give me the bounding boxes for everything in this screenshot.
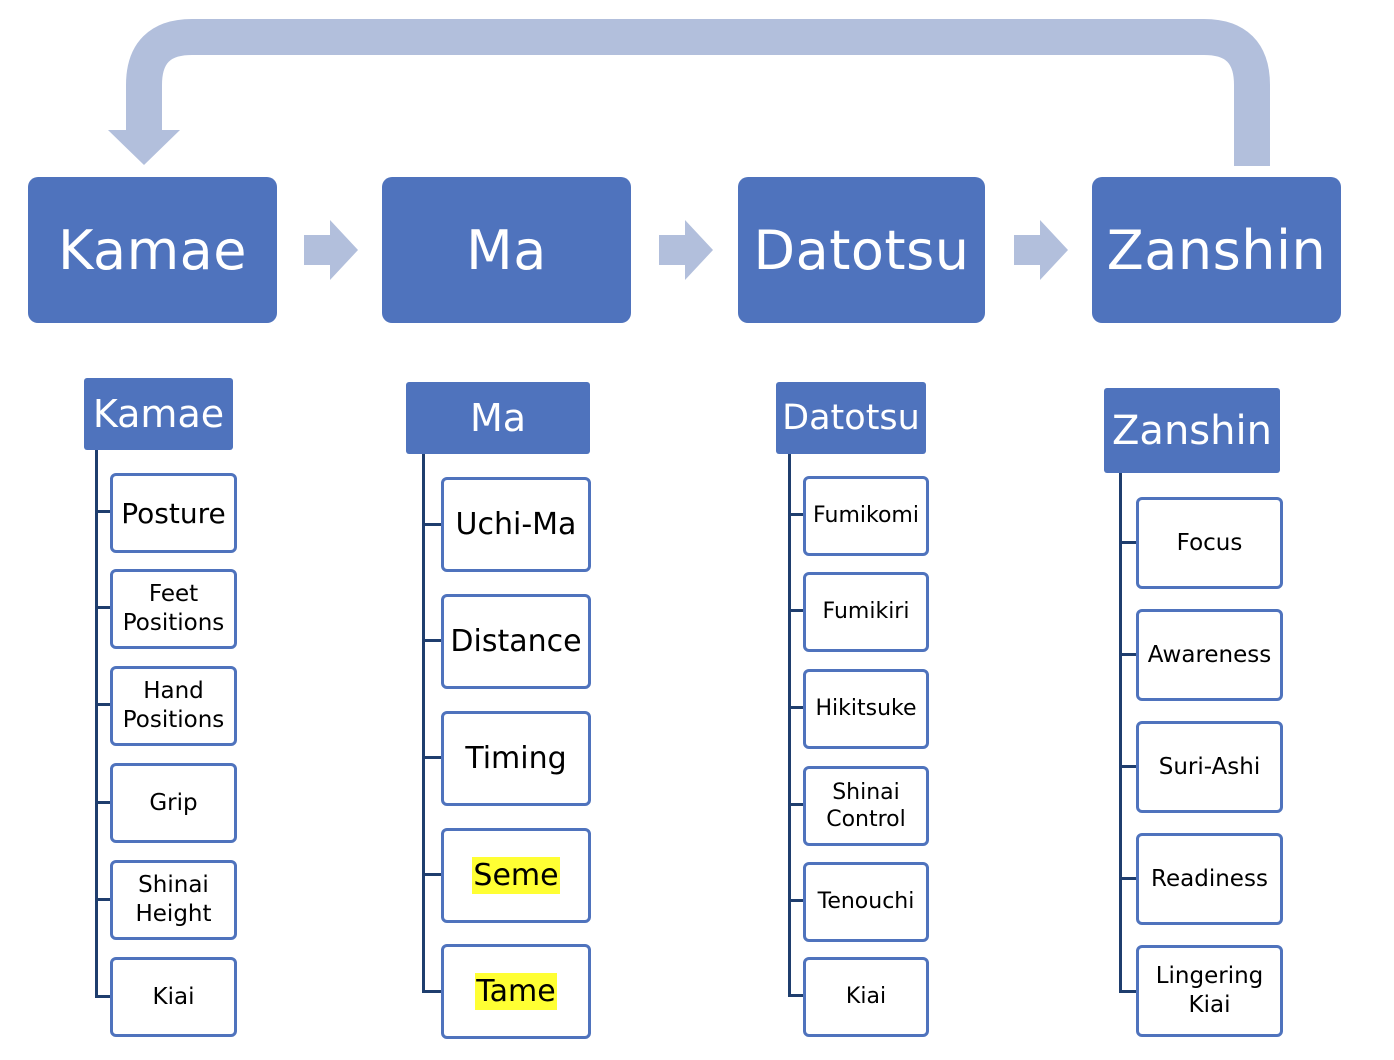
cycle-return-arrowhead [108,130,180,165]
item-hikitsuke: Hikitsuke [803,669,929,749]
item-tenouchi: Tenouchi [803,862,929,942]
cycle-return-arrow [126,19,1270,166]
item-tame: Tame [441,944,591,1039]
item-distance: Distance [441,594,591,689]
item-shinai-control: Shinai Control [803,766,929,846]
item-kiai: Kiai [110,957,237,1037]
item-shinai-height: Shinai Height [110,860,237,940]
item-uchi-ma: Uchi-Ma [441,477,591,572]
stage-zanshin: Zanshin [1092,177,1341,323]
flow-arrow-1 [304,220,358,280]
item-lingering-kiai: Lingering Kiai [1136,945,1283,1037]
item-readiness: Readiness [1136,833,1283,925]
item-timing: Timing [441,711,591,806]
item-grip: Grip [110,763,237,843]
item-awareness: Awareness [1136,609,1283,701]
connector-trunk-ma [422,454,425,993]
connector-trunk-datotsu [788,454,791,997]
flow-arrow-3 [1014,220,1068,280]
item-hand-positions: Hand Positions [110,666,237,746]
item-fumikiri: Fumikiri [803,572,929,652]
stage-ma: Ma [382,177,631,323]
highlight-tame: Tame [475,972,557,1011]
column-header-zanshin: Zanshin [1104,388,1280,473]
column-header-datotsu: Datotsu [776,382,926,454]
column-header-kamae: Kamae [84,378,233,450]
item-feet-positions: Feet Positions [110,569,237,649]
highlight-seme: Seme [472,856,560,895]
connector-trunk-kamae [95,450,98,998]
item-seme: Seme [441,828,591,923]
item-suri-ashi: Suri-Ashi [1136,721,1283,813]
item-focus: Focus [1136,497,1283,589]
item-fumikomi: Fumikomi [803,476,929,556]
item-posture: Posture [110,473,237,553]
connector-trunk-zanshin [1119,473,1122,993]
flow-arrow-2 [659,220,713,280]
stage-kamae: Kamae [28,177,277,323]
item-kiai-datotsu: Kiai [803,957,929,1037]
stage-datotsu: Datotsu [738,177,985,323]
column-header-ma: Ma [406,382,590,454]
